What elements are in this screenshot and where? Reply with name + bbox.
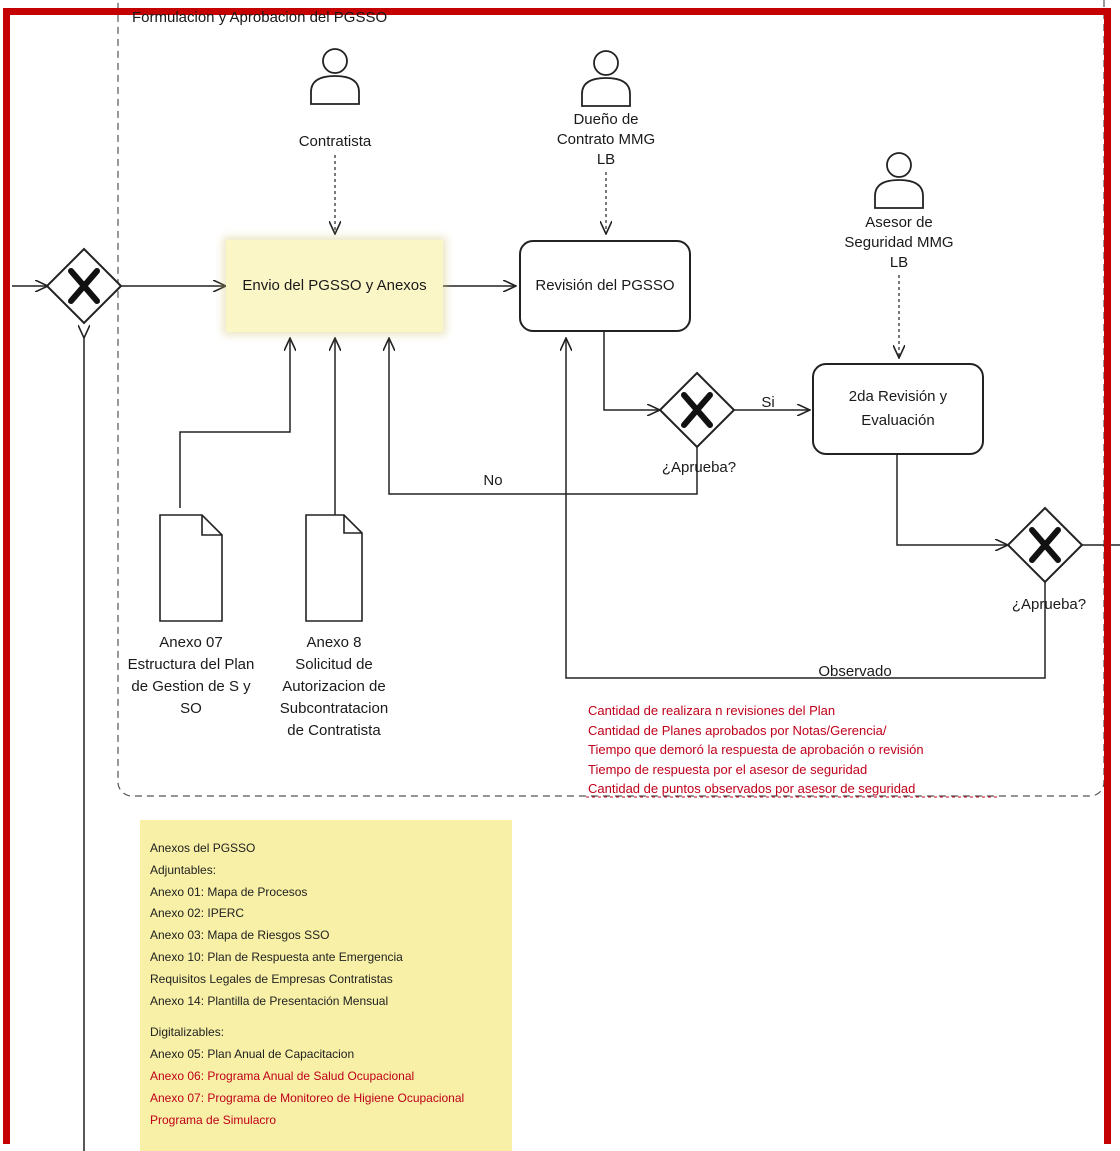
annex-note: Anexos del PGSSO Adjuntables: Anexo 01: … xyxy=(140,820,512,1151)
gateway-aprueba-2-label: ¿Aprueba? xyxy=(1011,596,1087,613)
kpi-item: Tiempo de respuesta por el asesor de seg… xyxy=(588,761,868,777)
task-envio-pgsso[interactable]: Envio del PGSSO y Anexos xyxy=(226,240,443,332)
note-item: Programa de Simulacro xyxy=(150,1112,277,1127)
actor-dueno-label: Dueño de Contrato MMG LB xyxy=(556,111,656,168)
note-item: Anexo 07: Programa de Monitoreo de Higie… xyxy=(150,1090,465,1105)
note-item: Anexo 02: IPERC xyxy=(150,906,245,921)
person-icon xyxy=(874,152,924,209)
document-icon xyxy=(159,514,223,622)
annex-note-title: Anexos del PGSSO xyxy=(150,841,256,855)
note-item: Anexo 05: Plan Anual de Capacitacion xyxy=(150,1047,355,1062)
note-item: Anexo 10: Plan de Respuesta ante Emergen… xyxy=(150,949,403,964)
person-icon xyxy=(310,48,360,105)
flow-label-observado: Observado xyxy=(818,663,892,680)
pool-title: Formulacion y Aprobacion del PGSSO xyxy=(132,9,388,26)
flow-anexo07 xyxy=(179,338,290,508)
note-item: Anexo 06: Programa Anual de Salud Ocupac… xyxy=(150,1068,415,1083)
kpi-item: Tiempo que demoró la respuesta de aproba… xyxy=(588,742,924,757)
gateway-aprueba-1 xyxy=(658,371,736,449)
task-segunda-revision[interactable]: 2da Revisión y Evaluación xyxy=(812,363,984,455)
note-item: Anexo 01: Mapa de Procesos xyxy=(150,884,308,899)
document-anexo-07-label: Anexo 07 Estructura del Plan de Gestion … xyxy=(127,634,255,717)
flow-observado xyxy=(566,338,1046,679)
note-item: Anexo 14: Plantilla de Presentación Mens… xyxy=(150,993,389,1008)
kpi-item: Cantidad de Planes aprobados por Notas/G… xyxy=(588,722,887,738)
flow-no xyxy=(389,338,698,495)
flow-label-no: No xyxy=(483,472,503,489)
adjuntables-label: Adjuntables: xyxy=(150,862,217,877)
kpi-item: Cantidad de realizara n revisiones del P… xyxy=(588,703,836,718)
flow-label-si: Si xyxy=(761,394,775,411)
kpi-item: Cantidad de puntos observados por asesor… xyxy=(588,781,916,796)
document-anexo-08-label: Anexo 8 Solicitud de Autorizacion de Sub… xyxy=(279,634,389,739)
flow-segunda-gateway2 xyxy=(896,455,1008,545)
note-item: Anexo 03: Mapa de Riesgos SSO xyxy=(150,928,330,943)
gateway-aprueba-2 xyxy=(1006,506,1084,584)
actor-asesor-label: Asesor de Seguridad MMG LB xyxy=(844,214,954,271)
gateway-start xyxy=(45,247,123,325)
flow-revision-gateway1 xyxy=(603,332,660,410)
task-revision-pgsso[interactable]: Revisión del PGSSO xyxy=(519,240,691,332)
person-icon xyxy=(581,50,631,107)
note-item: Requisitos Legales de Empresas Contratis… xyxy=(150,971,393,986)
gateway-aprueba-1-label: ¿Aprueba? xyxy=(661,459,737,476)
kpi-list: Cantidad de realizara n revisiones del P… xyxy=(588,701,924,799)
digitalizables-label: Digitalizables: xyxy=(150,1025,225,1040)
actor-contratista-label: Contratista xyxy=(298,133,372,150)
document-icon xyxy=(305,514,363,622)
